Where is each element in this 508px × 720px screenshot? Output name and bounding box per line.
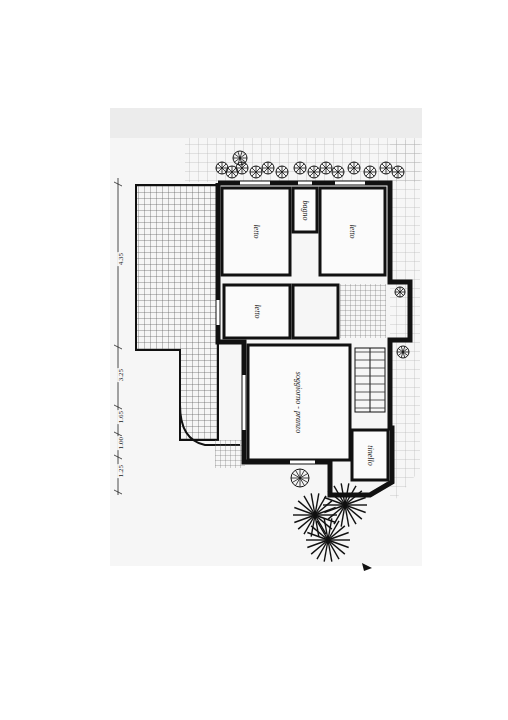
dimension-label: 1.00 bbox=[117, 436, 125, 450]
kitchen-room: tinello bbox=[352, 430, 388, 480]
room-label: letto bbox=[252, 224, 261, 238]
room-label: letto bbox=[253, 304, 262, 318]
dimension-label: 3.25 bbox=[117, 368, 125, 382]
dimension-label: 1.25 bbox=[117, 464, 125, 478]
room-label: bagno bbox=[301, 200, 310, 220]
bedroom-room: letto bbox=[222, 188, 290, 275]
room-label: soggiorno - pranzo bbox=[295, 372, 304, 433]
room-label: tinello bbox=[365, 445, 374, 465]
dimension-label: 4.35 bbox=[117, 252, 125, 266]
bedroom-room: letto bbox=[224, 285, 290, 338]
bathroom-room: bagno bbox=[293, 188, 317, 232]
room-label: letto bbox=[348, 224, 357, 238]
bedroom-room: letto bbox=[320, 188, 385, 275]
dimension-label: 1.65 bbox=[117, 410, 125, 424]
living-room: soggiorno - pranzo bbox=[248, 345, 350, 460]
